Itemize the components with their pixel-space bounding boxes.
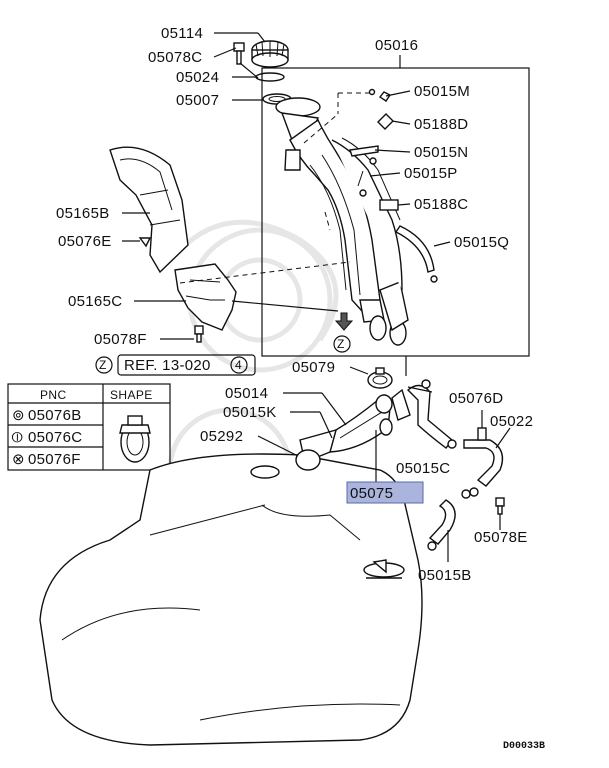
leaders-top-left xyxy=(213,32,266,101)
label-05014: 05014 xyxy=(225,385,268,402)
legend-header-pnc: PNC xyxy=(40,388,67,402)
diagram-code: D00033B xyxy=(503,741,545,752)
legend-row-pnc: 05076F xyxy=(28,451,81,468)
z-marker-lower-text: Z xyxy=(337,337,345,351)
legend-row-symbol: ⊗ xyxy=(12,451,25,468)
direction-arrow-icon xyxy=(334,312,354,331)
label-05016: 05016 xyxy=(375,37,418,54)
hose-05022 xyxy=(463,427,505,515)
label-05022: 05022 xyxy=(490,413,533,430)
ref-number: 4 xyxy=(235,358,242,372)
legend-row-pnc: 05076B xyxy=(28,407,82,424)
label-05188D: 05188D xyxy=(414,116,468,133)
label-05188C: 05188C xyxy=(414,196,468,213)
heat-shield-upper xyxy=(109,146,189,274)
label-05165B: 05165B xyxy=(56,205,110,222)
legend-header-shape: SHAPE xyxy=(110,388,153,402)
shape-legend-table: PNC SHAPE ⊚ 05076B ⦶ 05076C ⊗ 05076F xyxy=(7,383,171,471)
label-05015M: 05015M xyxy=(414,83,470,100)
legend-row-pnc: 05076C xyxy=(28,429,82,446)
label-05114: 05114 xyxy=(161,25,203,42)
label-05015B: 05015B xyxy=(418,567,472,584)
hose-clamp-icon xyxy=(119,415,151,463)
label-05015Q: 05015Q xyxy=(454,234,509,251)
label-05015C: 05015C xyxy=(396,460,450,477)
label-05024: 05024 xyxy=(176,69,219,86)
part-labels: 05114 05078C 05024 05007 05016 05015M 05… xyxy=(56,25,533,584)
label-05078E: 05078E xyxy=(474,529,528,546)
label-05015P: 05015P xyxy=(404,165,458,182)
z-marker-lower xyxy=(333,335,351,353)
label-05015N: 05015N xyxy=(414,144,468,161)
z-marker-text: Z xyxy=(99,358,107,372)
filler-neck-box xyxy=(261,67,530,357)
label-05292: 05292 xyxy=(200,428,243,445)
vent-hoses xyxy=(349,88,438,283)
filler-neck xyxy=(275,97,409,346)
label-05078C: 05078C xyxy=(148,49,202,66)
reference-note: Z REF. 13-020 4 xyxy=(95,354,256,376)
highlight-05075 xyxy=(346,481,424,504)
leaders-box xyxy=(303,90,451,247)
label-05076E: 05076E xyxy=(58,233,112,250)
ref-text: REF. 13-020 xyxy=(124,357,211,374)
hose-05015C xyxy=(406,379,457,449)
label-05165C: 05165C xyxy=(68,293,122,310)
label-05079: 05079 xyxy=(292,359,335,376)
filler-hose xyxy=(295,388,411,471)
legend-row-symbol: ⦶ xyxy=(12,429,23,446)
hose-05015B xyxy=(427,489,471,551)
heat-shield-lower xyxy=(174,263,237,343)
label-05075: 05075 xyxy=(350,485,393,502)
clamp-05079 xyxy=(367,367,393,389)
label-05076D: 05076D xyxy=(449,390,503,407)
label-05015K: 05015K xyxy=(223,404,277,421)
legend-row-symbol: ⊚ xyxy=(12,407,25,424)
fuel-tank xyxy=(39,453,423,746)
label-05078F: 05078F xyxy=(94,331,147,348)
label-05007: 05007 xyxy=(176,92,219,109)
